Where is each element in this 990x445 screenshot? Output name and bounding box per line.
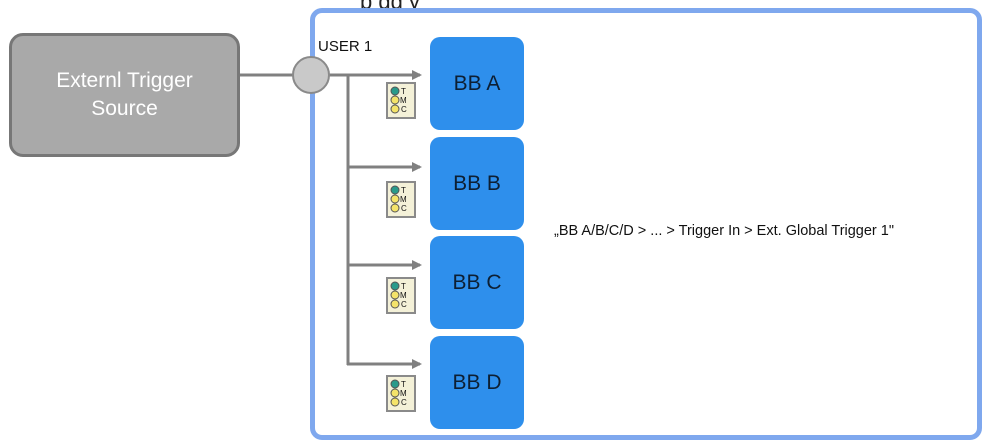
trigger-marker-clock-icon: T M C (386, 277, 416, 314)
svg-text:M: M (400, 389, 407, 398)
instrument-frame (310, 8, 982, 440)
baseband-b-block[interactable]: BB B (430, 137, 524, 230)
svg-text:M: M (400, 96, 407, 105)
baseband-a-block[interactable]: BB A (430, 37, 524, 130)
svg-text:M: M (400, 291, 407, 300)
svg-text:T: T (401, 380, 406, 389)
baseband-c-block[interactable]: BB C (430, 236, 524, 329)
svg-text:C: C (401, 105, 407, 114)
svg-text:M: M (400, 195, 407, 204)
svg-text:T: T (401, 87, 406, 96)
svg-text:C: C (401, 398, 407, 407)
menu-path-text: „BB A/B/C/D > ... > Trigger In > Ext. Gl… (554, 223, 894, 239)
svg-text:C: C (401, 300, 407, 309)
svg-text:T: T (401, 282, 406, 291)
external-trigger-source: Externl Trigger Source (9, 33, 240, 157)
user1-label: USER 1 (318, 38, 373, 55)
svg-text:C: C (401, 204, 407, 213)
user1-connector (292, 56, 330, 94)
trigger-marker-clock-icon: T M C (386, 82, 416, 119)
trigger-marker-clock-icon: T M C (386, 181, 416, 218)
trigger-marker-clock-icon: T M C (386, 375, 416, 412)
svg-text:T: T (401, 186, 406, 195)
baseband-d-block[interactable]: BB D (430, 336, 524, 429)
